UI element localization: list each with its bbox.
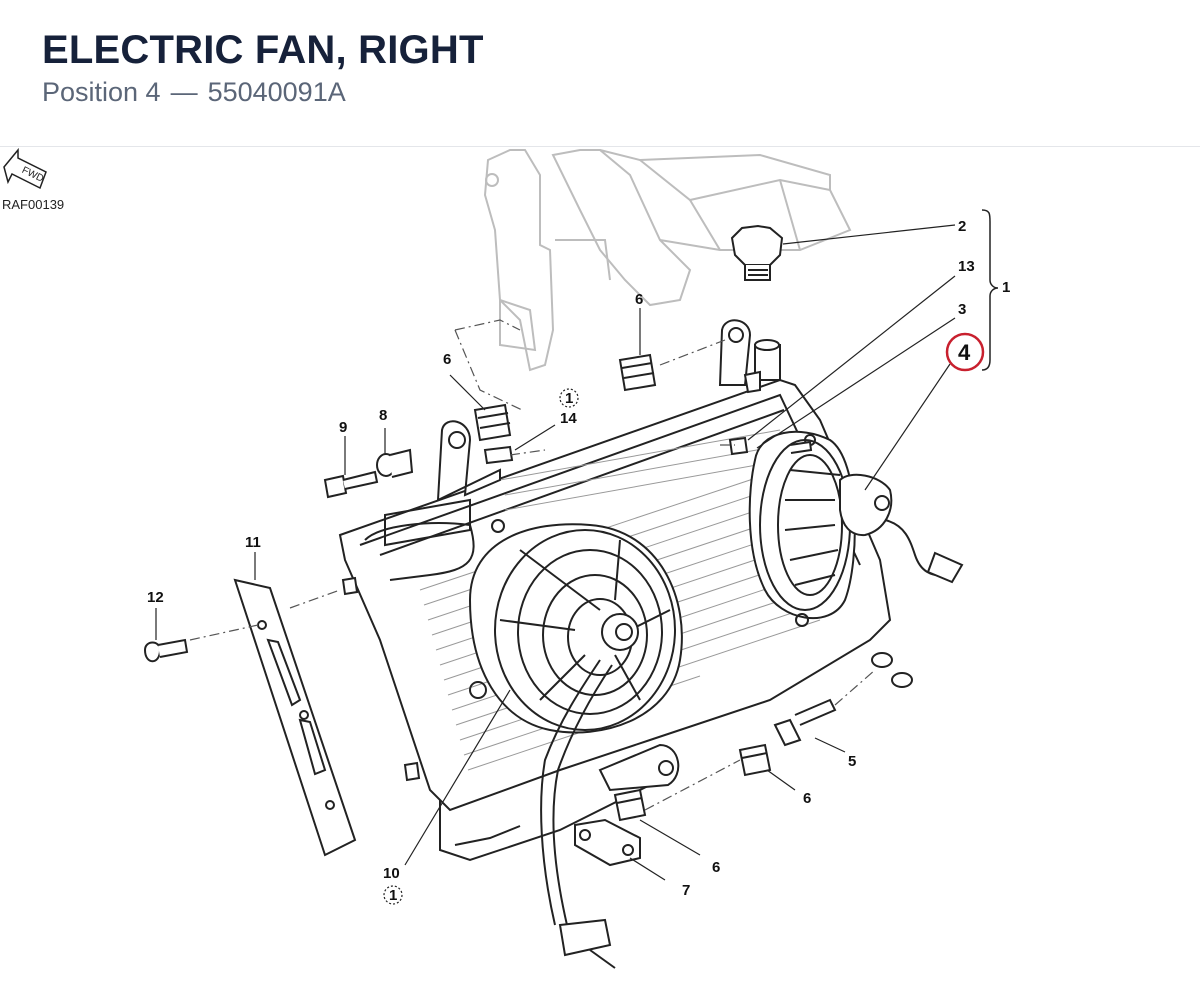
page-subtitle: Position 4 — 55040091A [42, 77, 346, 108]
part-number: 55040091A [207, 77, 346, 107]
top-brackets [436, 319, 781, 502]
callout-6-bottom: 6 [712, 859, 720, 876]
callout-10: 10 [383, 865, 400, 882]
frame-outline [483, 149, 852, 372]
callout-3: 3 [958, 301, 966, 318]
highlight-circle [945, 332, 985, 372]
callout-4: 4 [958, 340, 971, 365]
side-plate [233, 578, 357, 857]
assembly-lines [189, 319, 876, 811]
svg-text:1: 1 [565, 390, 573, 407]
diagram-code: RAF00139 [2, 197, 65, 212]
callout-12: 12 [147, 589, 164, 606]
callout-13: 13 [958, 258, 975, 275]
callout-7: 7 [682, 882, 690, 899]
right-fan [748, 430, 964, 627]
callout-14: 14 [560, 410, 577, 427]
group-bracket [981, 209, 999, 371]
callout-2: 2 [958, 218, 966, 235]
fasteners [143, 436, 913, 867]
callout-5: 5 [848, 753, 856, 770]
fwd-arrow-icon: FWD [3, 147, 47, 190]
leader-lines [155, 224, 956, 881]
reference-marker-bottom: 1 [383, 885, 403, 905]
fwd-label: FWD [20, 165, 45, 185]
radiator-cap [730, 224, 784, 281]
separator: — [170, 77, 198, 107]
position-label: Position 4 [42, 77, 161, 107]
callout-6-top: 6 [635, 291, 643, 308]
callout-9: 9 [339, 419, 347, 436]
callout-8: 8 [379, 407, 387, 424]
exploded-parts-diagram: FWD [3, 147, 1010, 969]
bottom-bracket [598, 743, 680, 792]
page-header: ELECTRIC FAN, RIGHT Position 4 — 55040091A [0, 0, 1200, 147]
page-title: ELECTRIC FAN, RIGHT [42, 28, 484, 72]
callout-6-right: 6 [803, 790, 811, 807]
reference-marker-top: 1 [559, 388, 579, 408]
svg-text:1: 1 [389, 887, 397, 904]
grommets [473, 353, 772, 822]
callout-11: 11 [245, 534, 261, 551]
callout-6-left: 6 [443, 351, 451, 368]
callout-1: 1 [1002, 279, 1010, 296]
left-fan [468, 519, 683, 969]
